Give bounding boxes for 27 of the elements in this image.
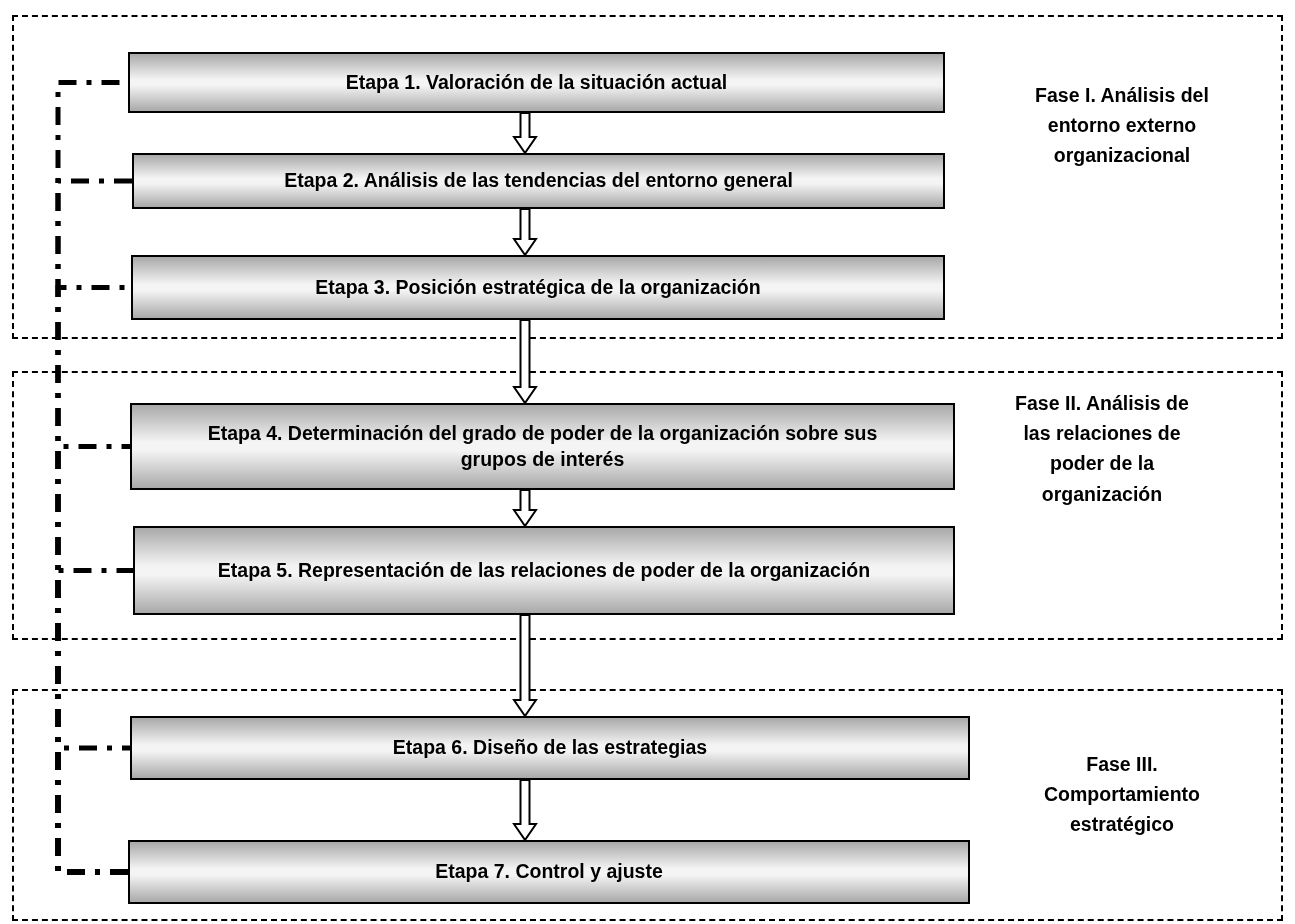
hollow-arrow (512, 112, 538, 155)
hollow-arrow (512, 319, 538, 405)
stage-label: Etapa 6. Diseño de las estrategias (392, 735, 708, 761)
stage-box (132, 153, 945, 209)
stage-label: Etapa 2. Análisis de las tendencias del entorno general (284, 168, 793, 194)
phase-box (12, 15, 1283, 339)
phase-title: Fase II. Análisis de las relaciones de poder de la organización (1014, 391, 1190, 507)
phase-title: Fase I. Análisis del entorno externo organizacional (1034, 83, 1210, 169)
stage-box (133, 526, 955, 615)
stage-label: Etapa 3. Posición estratégica de la organización (315, 274, 761, 300)
stage-label: Etapa 1. Valoración de la situación actual (345, 69, 728, 95)
hollow-arrow (512, 779, 538, 842)
dash-dot-line (55, 745, 130, 875)
hollow-arrow (512, 208, 538, 257)
stage-label: Etapa 5. Representación de las relaciones de poder de la organización (217, 557, 871, 583)
stage-box (128, 840, 970, 904)
hollow-arrow (512, 614, 538, 718)
hollow-arrow (512, 489, 538, 528)
stage-box (131, 255, 945, 320)
phase-box (12, 689, 1283, 921)
stage-box (130, 403, 955, 490)
stage-label: Etapa 4. Determinación del grado de poder de la organización sobre sus grupos de interés (206, 421, 879, 472)
stage-label: Etapa 7. Control y ajuste (435, 859, 663, 885)
phase-box (12, 371, 1283, 640)
phase-title: Fase III. Comportamiento estratégico (1043, 752, 1201, 838)
stage-box (128, 52, 945, 113)
stage-box (130, 716, 970, 780)
